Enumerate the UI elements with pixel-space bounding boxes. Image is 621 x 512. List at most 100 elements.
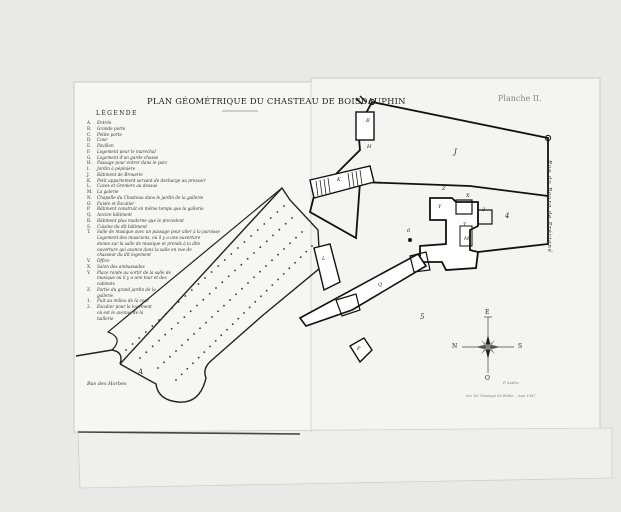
legend-text: Ancien bâtiment [97,212,132,217]
tree-dot [158,339,160,342]
legend-text: Caves et Greniers au dessus [97,183,158,189]
tree-dot [250,235,253,237]
sheet-lower [77,427,613,489]
legend-text: Partie du grand jardin de la [97,286,156,292]
legend-text: Grande porte [97,125,126,131]
legend-item: S.Cuisine du dit bâtiment [87,224,247,230]
tree-dot [237,247,239,249]
legend-item: Q. Ancien bâtiment [87,212,247,218]
sheet-left [73,81,312,433]
legend-text: Fuiste et Escalier [97,200,135,206]
tree-dot [263,223,266,225]
legend-item: B.Grande porte [87,126,247,132]
legend-item: donne sur la salle de musique et prends … [87,241,247,247]
tree-dot [241,287,243,290]
legend-key: Q. [87,212,92,217]
tree-dot [226,328,228,331]
tree-dot [272,234,274,237]
tree-dot [253,276,255,279]
tree-dot [197,356,200,359]
compass-s: S [518,343,523,350]
legend-item: K.Petit appartement servant de decharge … [87,178,247,184]
tree-dot [209,345,211,348]
tree-dot [311,245,313,247]
legend-text: ouverture qui avance dans la salle en vu… [97,246,192,252]
tree-dot [220,334,223,337]
tree-dot [217,265,220,267]
legend-key: J. [87,171,90,177]
legend-key: D. [87,137,92,143]
legend-text: où est le avenue de la [97,309,144,315]
legend-text: Bâtiment plus moderne que le precedent [97,217,184,223]
legend-item: 2. Escalier pour le logement [87,304,247,310]
stable-hatching [315,169,363,197]
tree-dot [231,323,234,326]
tree-dot [240,263,243,266]
tree-dot [277,253,279,256]
tree-dot [283,205,285,207]
avenue-left-edge [106,187,283,351]
tree-dot [246,257,249,260]
tree-dot [163,361,165,364]
legend-item: Y.Place ronde au sortir de la salle de [87,270,247,276]
mark-t: T [463,222,467,228]
legend-text: donne sur la salle de musique et prends … [97,240,201,246]
legend-text: Salon des ambassades [97,263,145,269]
legend-key: N. [87,194,92,200]
legend-key: 2. [87,304,91,309]
building-pavilion [355,111,375,141]
legend-key [87,316,94,322]
legend-item: taillerie [87,316,247,322]
tree-dot [295,236,297,239]
mark-1: 1 [356,218,360,224]
legend-text: taillerie [97,315,114,321]
tree-dot [278,228,281,231]
tree-dot [204,277,206,279]
tree-dot [187,338,189,341]
west-wing [313,243,341,292]
legend-text: Logement d'un garde-chasse [97,154,159,160]
tree-dot [259,270,261,273]
legend-text: Bâtiment construit en même temps que la … [97,206,204,212]
legend-item: cabinets [87,281,247,287]
tree-dot [186,367,189,370]
legend-text: chasseur du dit logement [97,252,151,258]
mark-2: 2 [482,207,486,213]
mark-6: 6 [407,228,411,234]
tree-dot [227,275,230,278]
tree-dot [157,367,159,369]
gallery-pavilions [335,251,431,317]
gallery-wing [298,252,428,327]
tree-dot [301,231,303,233]
legend-key: A. [87,120,92,125]
tree-dot [192,362,194,365]
legend-key: I. [87,166,90,171]
tree-dot [175,350,177,352]
legend-text: Bâtiment de Brouerie [97,171,143,177]
chateau-court [477,209,493,225]
legend-text: Logement des musiciens, où il y a une ou… [97,235,201,240]
tree-dot [190,289,193,291]
mark-q: Q [378,282,383,288]
compass-n: N [452,343,458,350]
legend-text: Escalier pour le logement [97,304,152,309]
tree-dot [248,306,251,309]
legend-item: O.Fuiste et Escalier [87,201,247,207]
tree-dot [208,292,211,295]
tree-dot [205,321,207,324]
tree-dot [151,345,154,348]
tree-dot [229,299,231,301]
legend-item: ouverture qui avance dans la salle en vu… [87,247,247,253]
mark-h: H [367,144,372,150]
legend-key: Z. [87,286,92,292]
tree-dot [282,273,285,275]
legend-item: G.Logement d'un garde-chasse [87,155,247,161]
tree-dot [243,312,245,314]
tree-dot [138,337,141,339]
engraver-signature: P. Ledru [503,380,519,385]
tree-dot [269,217,272,219]
legend-text: Cuisine du dit bâtiment [97,223,148,229]
legend-item: C.Petite porte [87,132,247,138]
